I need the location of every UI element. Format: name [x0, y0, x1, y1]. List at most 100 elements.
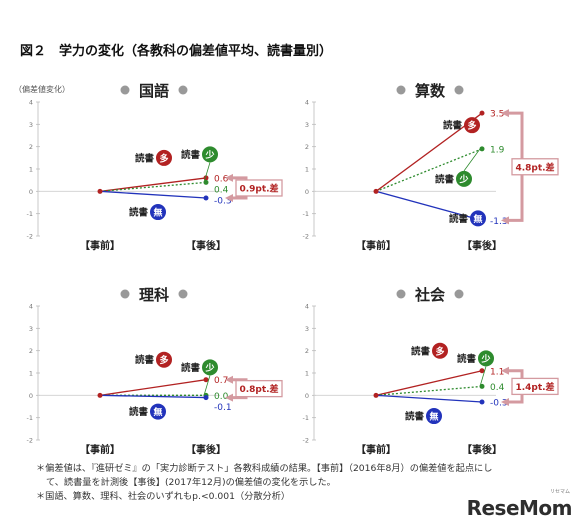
- badge-leader-low: [479, 366, 487, 387]
- badge-text-low: 少: [480, 353, 490, 365]
- badge-circle-none: [150, 204, 166, 221]
- title-dot-left: [396, 289, 406, 299]
- badge-circle-none: [426, 408, 442, 425]
- badge-book-label-high: 読書: [443, 120, 463, 132]
- point-high: [479, 368, 485, 374]
- series-line-low: [375, 148, 483, 192]
- badge-book-label-high: 読書: [411, 345, 431, 357]
- diff-arrow-bottom: [501, 398, 509, 407]
- y-tick-label: 2: [305, 143, 309, 151]
- series-line-none: [99, 190, 207, 199]
- y-tick-label: -2: [27, 437, 33, 445]
- start-point: [373, 392, 379, 398]
- data-label-low: 0.0: [214, 392, 229, 402]
- point-none: [479, 399, 485, 405]
- badge-leader-low: [203, 162, 211, 183]
- badge-circle-none: [470, 210, 486, 227]
- badge-book-label-low: 読書: [457, 353, 477, 365]
- data-label-high: 3.5: [490, 110, 504, 120]
- badge-circle-low: [478, 350, 494, 367]
- y-tick-label: 1: [305, 370, 309, 378]
- badge-text-none: 無: [153, 406, 162, 418]
- y-tick-label: 0: [305, 188, 309, 196]
- diff-arrow-top: [501, 109, 509, 118]
- data-label-high: 1.1: [490, 367, 504, 377]
- y-tick-label: 2: [29, 347, 33, 355]
- series-line-none: [99, 394, 207, 399]
- badge-circle-high: [156, 149, 172, 166]
- data-label-high: 0.7: [214, 376, 228, 386]
- title-dot-left: [120, 289, 130, 299]
- y-tick-label: 3: [29, 121, 33, 129]
- data-label-low: 0.4: [490, 383, 505, 393]
- y-tick-label: 1: [29, 370, 33, 378]
- badge-text-high: 多: [159, 152, 168, 164]
- badge-book-label-low: 読書: [435, 173, 455, 185]
- badge-text-none: 無: [429, 411, 438, 423]
- diff-arrow-top: [225, 375, 233, 384]
- diff-arrow-bottom: [225, 393, 233, 402]
- badge-text-high: 多: [159, 354, 168, 366]
- x-tick-label-before: 【事前】: [356, 239, 396, 252]
- y-tick-label: 0: [29, 392, 33, 400]
- point-high: [203, 377, 209, 383]
- series-line-none: [375, 190, 483, 221]
- footnote-1: ＊偏差値は、『進研ゼミ』の「実力診断テスト」各教科成績の結果。【事前】（2016…: [36, 463, 493, 474]
- x-tick-label-after: 【事後】: [462, 239, 502, 252]
- diff-arrow-bottom: [225, 194, 233, 203]
- title-dot-right: [454, 289, 464, 299]
- diff-label: 0.9pt.差: [239, 182, 278, 194]
- y-tick-label: 4: [29, 303, 33, 311]
- badge-circle-low: [202, 146, 218, 163]
- badge-circle-none: [150, 403, 166, 420]
- data-label-low: 0.4: [214, 185, 229, 195]
- title-dot-right: [178, 85, 188, 95]
- diff-label: 1.4pt.差: [515, 381, 554, 393]
- footnotes: ＊偏差値は、『進研ゼミ』の「実力診断テスト」各教科成績の結果。【事前】（2016…: [36, 462, 566, 504]
- badge-text-low: 少: [458, 173, 468, 185]
- y-tick-label: 0: [29, 188, 33, 196]
- y-axis-label: （偏差値変化）: [14, 85, 70, 94]
- badge-book-label-none: 読書: [405, 411, 425, 423]
- y-tick-label: 3: [29, 325, 33, 333]
- diff-arrow-bottom: [501, 216, 509, 225]
- chart-panel-2: 理科43210-1-2【事前】【事後】0.70.0-0.10.8pt.差読書多読…: [27, 286, 283, 456]
- x-tick-label-after: 【事後】: [186, 239, 226, 252]
- footnote-2: ＊国語、算数、理科、社会のいずれもp.<0.001（分散分析）: [36, 491, 291, 502]
- series-line-none: [375, 394, 483, 403]
- badge-text-high: 多: [435, 345, 444, 357]
- logo-subtext: リセマム: [549, 489, 570, 495]
- chart-panel-0: 国語43210-1-2【事前】【事後】0.60.4-0.30.9pt.差読書多読…: [27, 82, 283, 252]
- y-tick-label: -1: [27, 210, 33, 218]
- title-dot-left: [396, 85, 406, 95]
- diff-label-box: [511, 158, 559, 176]
- y-tick-label: 4: [305, 303, 309, 311]
- y-tick-label: -2: [27, 233, 33, 241]
- badge-book-label-low: 読書: [181, 362, 201, 374]
- x-tick-label-after: 【事後】: [186, 443, 226, 456]
- badge-leader-low: [463, 148, 481, 172]
- data-label-none: -1.3: [490, 217, 508, 227]
- y-tick-label: -2: [303, 437, 309, 445]
- resemom-logo: ReseMom リセマム: [466, 489, 573, 520]
- badge-circle-high: [432, 342, 448, 359]
- title-dot-right: [454, 85, 464, 95]
- y-tick-label: -1: [303, 210, 309, 218]
- y-tick-label: 3: [305, 325, 309, 333]
- badge-circle-low: [202, 359, 218, 376]
- diff-label-box: [235, 179, 283, 197]
- start-point: [97, 392, 103, 398]
- badge-text-low: 少: [204, 149, 214, 161]
- badge-text-low: 少: [204, 362, 214, 374]
- diff-label: 4.8pt.差: [515, 161, 554, 173]
- title-dot-right: [178, 289, 188, 299]
- logo-text: ReseMom: [466, 496, 573, 520]
- data-label-none: -0.3: [214, 196, 232, 206]
- data-label-high: 0.6: [214, 174, 229, 184]
- y-tick-label: 4: [305, 99, 309, 107]
- badge-book-label-none: 読書: [129, 207, 149, 219]
- x-tick-label-after: 【事後】: [462, 443, 502, 456]
- badge-text-none: 無: [153, 207, 162, 219]
- y-tick-label: 2: [305, 347, 309, 355]
- x-tick-label-before: 【事前】: [80, 443, 120, 456]
